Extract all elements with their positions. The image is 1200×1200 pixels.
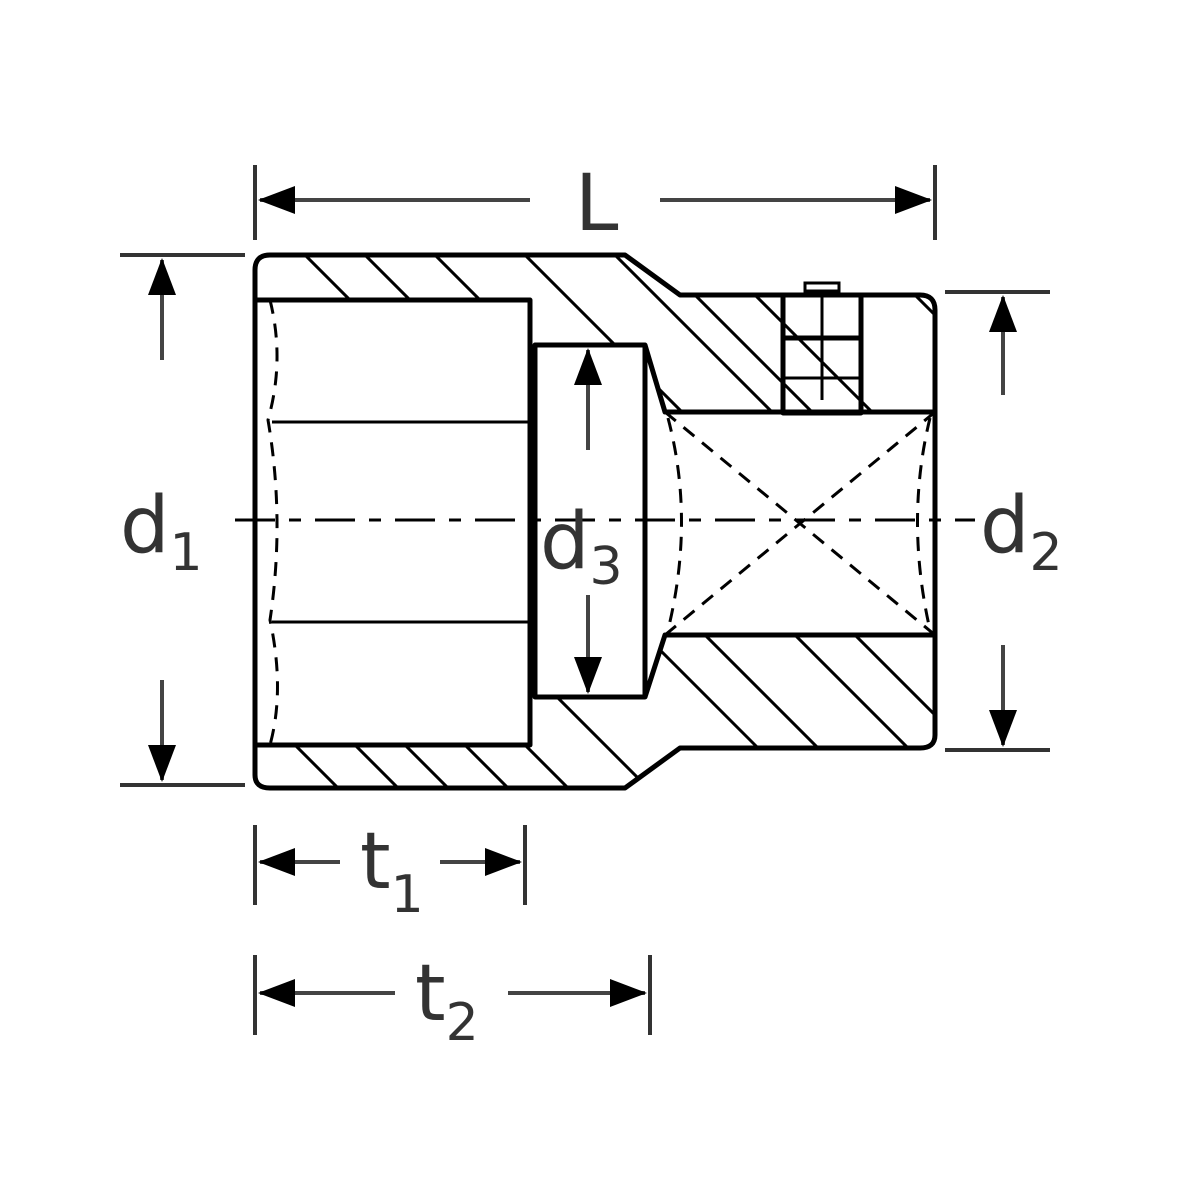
dimension-t1 xyxy=(253,825,527,905)
dimension-L xyxy=(253,165,937,240)
hatch-top xyxy=(288,255,935,412)
label-d2: d2 xyxy=(980,481,1063,583)
dimension-d1 xyxy=(120,253,245,787)
ball-detent xyxy=(780,281,864,416)
dimension-d3 xyxy=(574,348,602,694)
hex-bore xyxy=(255,297,533,748)
hatch-bottom xyxy=(255,635,935,788)
label-t2: t2 xyxy=(415,949,479,1053)
label-L: L xyxy=(575,159,619,249)
dimension-d2 xyxy=(945,290,1050,752)
socket-outline xyxy=(252,252,938,791)
label-t1: t1 xyxy=(360,817,424,925)
dimension-t2 xyxy=(253,955,652,1035)
label-d1: d1 xyxy=(120,481,203,583)
label-d3: d3 xyxy=(540,497,623,597)
